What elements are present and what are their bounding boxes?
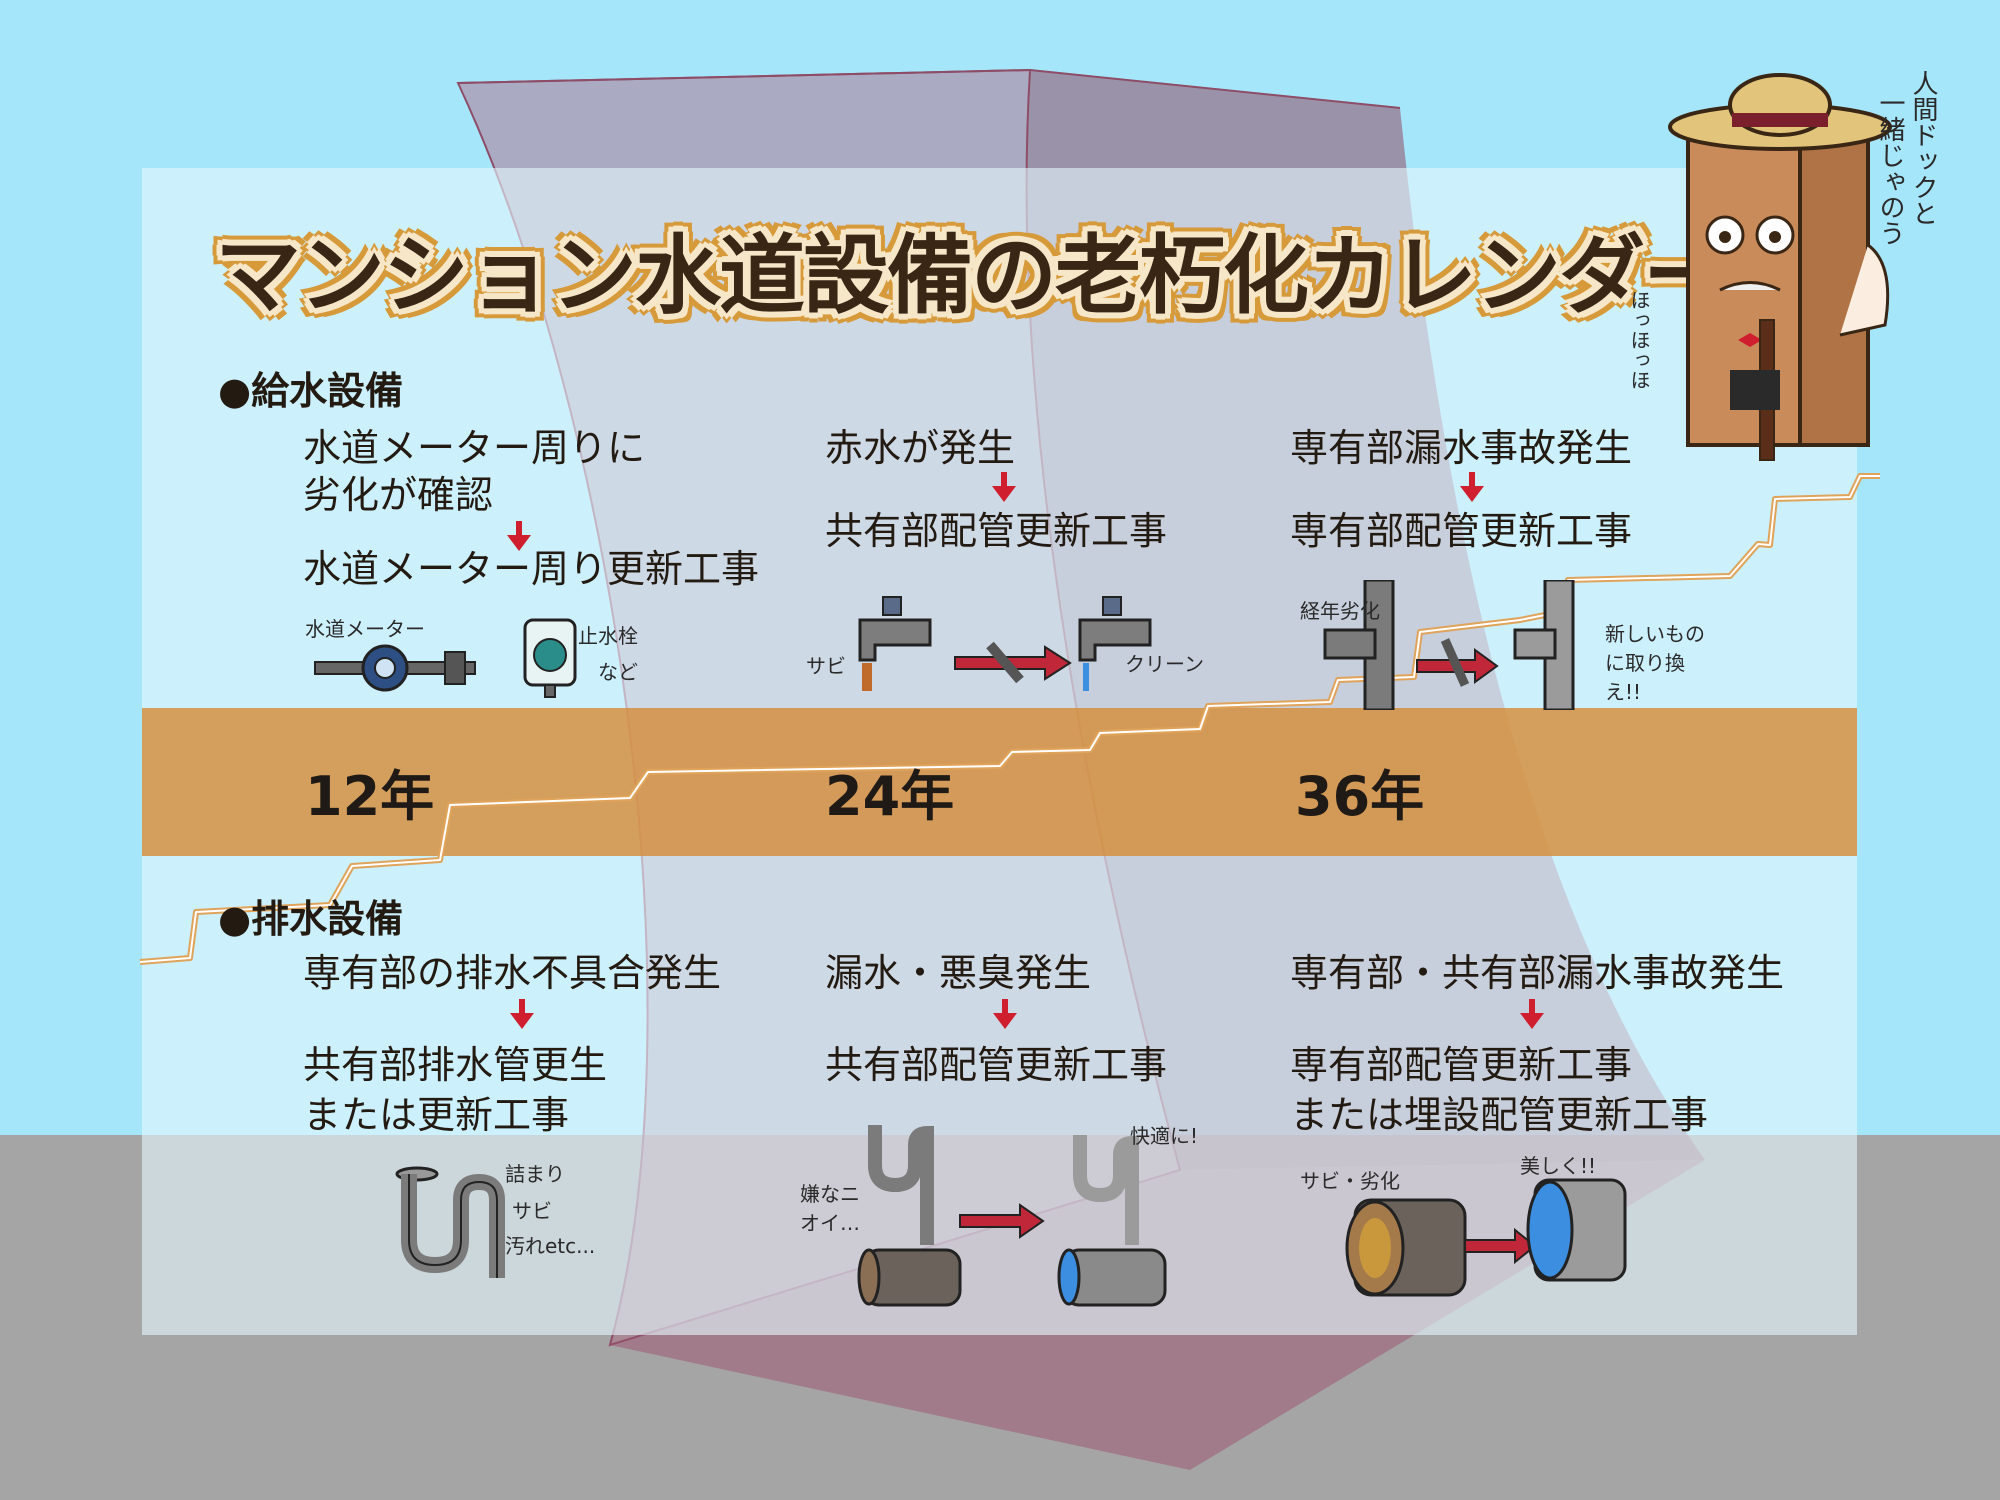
note-stop-valve: 止水栓 <box>578 624 638 648</box>
year-12: 12年 <box>305 765 435 828</box>
supply-col1-result: 水道メーター周り更新工事 <box>303 547 760 591</box>
note-rust-drain: サビ <box>512 1199 552 1223</box>
note-comfortable: 快適に! <box>1130 1124 1199 1148</box>
buried-pipe-illustration <box>1345 1178 1627 1297</box>
supply-col1-line1: 水道メーター周りに <box>303 426 646 470</box>
drain-pipe-illustration <box>857 1125 1167 1307</box>
drain-col2-arrow <box>993 999 1017 1029</box>
faucet-illustration <box>858 596 1152 691</box>
year-36: 36年 <box>1295 765 1425 828</box>
drain-col1-result1: 共有部排水管更生 <box>303 1043 608 1087</box>
note-dirt: 汚れetc... <box>505 1234 596 1258</box>
drain-col1-line1: 専有部の排水不具合発生 <box>303 951 722 995</box>
mascot-note-2: 一緒じゃのう <box>1875 90 1905 246</box>
drain-col2-line1: 漏水・悪臭発生 <box>825 951 1092 995</box>
drain-col3-result1: 専有部配管更新工事 <box>1290 1043 1633 1087</box>
note-bad-smell: 嫌なニオイ… <box>800 1182 860 1235</box>
mascot-building-character <box>1668 73 1892 461</box>
supply-col2-arrow <box>992 472 1016 502</box>
note-aging: 経年劣化 <box>1300 599 1380 623</box>
year-24: 24年 <box>825 765 955 828</box>
page-title: マンション水道設備の老朽化カレンダー <box>215 226 1729 326</box>
timeline-band <box>142 708 1857 856</box>
drain-col1-arrow <box>510 999 534 1029</box>
water-meter-illustration <box>314 618 577 698</box>
note-water-meter: 水道メーター <box>305 617 425 641</box>
drain-col3-line1: 専有部・共有部漏水事故発生 <box>1290 951 1785 995</box>
note-replace: 新しいものに取り換え!! <box>1605 622 1705 704</box>
note-rust: サビ <box>806 654 846 678</box>
supply-col3-line1: 専有部漏水事故発生 <box>1290 426 1633 470</box>
supply-col3-result: 専有部配管更新工事 <box>1290 509 1633 553</box>
note-beautiful: 美しく!! <box>1520 1154 1597 1178</box>
drain-col3-result2: または埋設配管更新工事 <box>1290 1093 1709 1137</box>
mascot-note-1: 人間ドックと <box>1908 70 1938 226</box>
drain-col3-arrow <box>1520 999 1544 1029</box>
drain-heading: ●排水設備 <box>218 897 404 941</box>
note-clean: クリーン <box>1125 652 1204 676</box>
supply-heading: ●給水設備 <box>218 369 404 413</box>
supply-col1-arrow <box>507 521 531 551</box>
note-clog: 詰まり <box>505 1162 565 1186</box>
supply-col3-arrow <box>1460 472 1484 502</box>
note-rust-aging: サビ・劣化 <box>1300 1169 1400 1193</box>
drain-col2-result: 共有部配管更新工事 <box>825 1043 1168 1087</box>
supply-col2-result: 共有部配管更新工事 <box>825 509 1168 553</box>
mascot-laugh: ほっほっほ <box>1627 290 1651 390</box>
supply-col2-line1: 赤水が発生 <box>825 426 1016 470</box>
note-etc: など <box>598 660 638 684</box>
supply-col1-line2: 劣化が確認 <box>303 473 494 517</box>
pipe-replacement-illustration <box>1323 580 1575 710</box>
drain-trap-illustration <box>395 1166 505 1278</box>
drain-col1-result2: または更新工事 <box>303 1093 570 1137</box>
